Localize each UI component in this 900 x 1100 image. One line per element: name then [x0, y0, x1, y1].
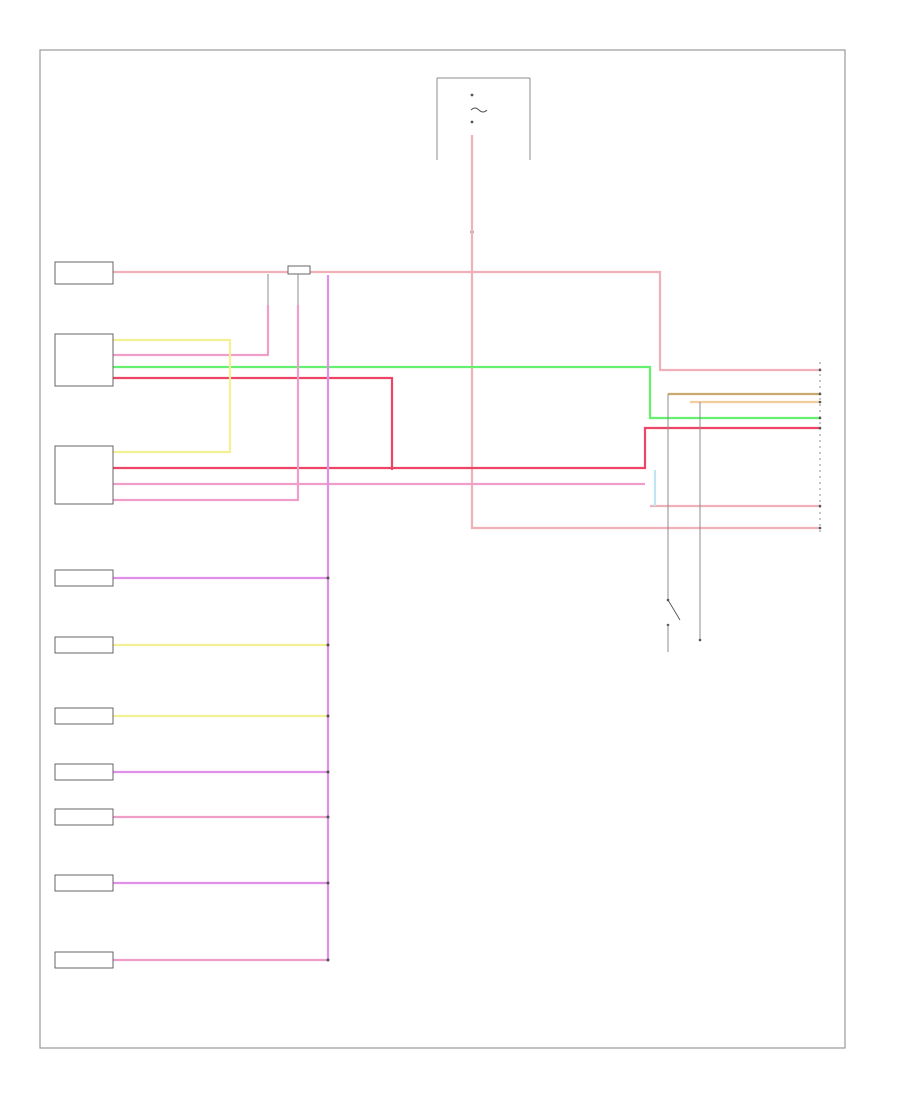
- right-connector: [818, 362, 822, 532]
- fuse-terminal: [470, 120, 474, 124]
- wire-bus-red-white: [113, 270, 820, 372]
- wire-pink-lead: [113, 305, 300, 502]
- fuse-icon: [470, 107, 488, 113]
- left-components: [54, 261, 114, 969]
- wires: [113, 135, 820, 962]
- splice-icon: [326, 643, 330, 647]
- switch-assembly: [666, 394, 702, 652]
- component-box: [54, 636, 114, 654]
- splice-icon: [326, 881, 330, 885]
- splice-icon: [326, 958, 330, 962]
- wire-red-vertical: [113, 376, 394, 470]
- wire-feed-red-white: [470, 135, 820, 530]
- splice-icon: [326, 770, 330, 774]
- component-box: [54, 951, 114, 969]
- splice-icon: [326, 576, 330, 580]
- wire-green-bus: [113, 365, 820, 420]
- diagram-frame: [39, 49, 846, 1049]
- component-box: [54, 808, 114, 826]
- wire-yellow-loop: [113, 338, 232, 454]
- component-box: [54, 569, 114, 587]
- switch-contact-icon: [667, 599, 681, 621]
- component-box: [54, 333, 114, 387]
- wire-red-pink-lead: [113, 305, 270, 357]
- component-box: [54, 763, 114, 781]
- component-box: [54, 445, 114, 505]
- power-distribution-area: [436, 77, 531, 234]
- splice-icon: [326, 714, 330, 718]
- junction-connector: [267, 265, 311, 305]
- fuse-terminal: [470, 93, 474, 97]
- component-box: [54, 707, 114, 725]
- component-box: [54, 874, 114, 892]
- splice-points: [326, 576, 330, 962]
- component-box: [54, 261, 114, 285]
- splice-icon: [326, 815, 330, 819]
- wire-red-bus: [113, 426, 820, 470]
